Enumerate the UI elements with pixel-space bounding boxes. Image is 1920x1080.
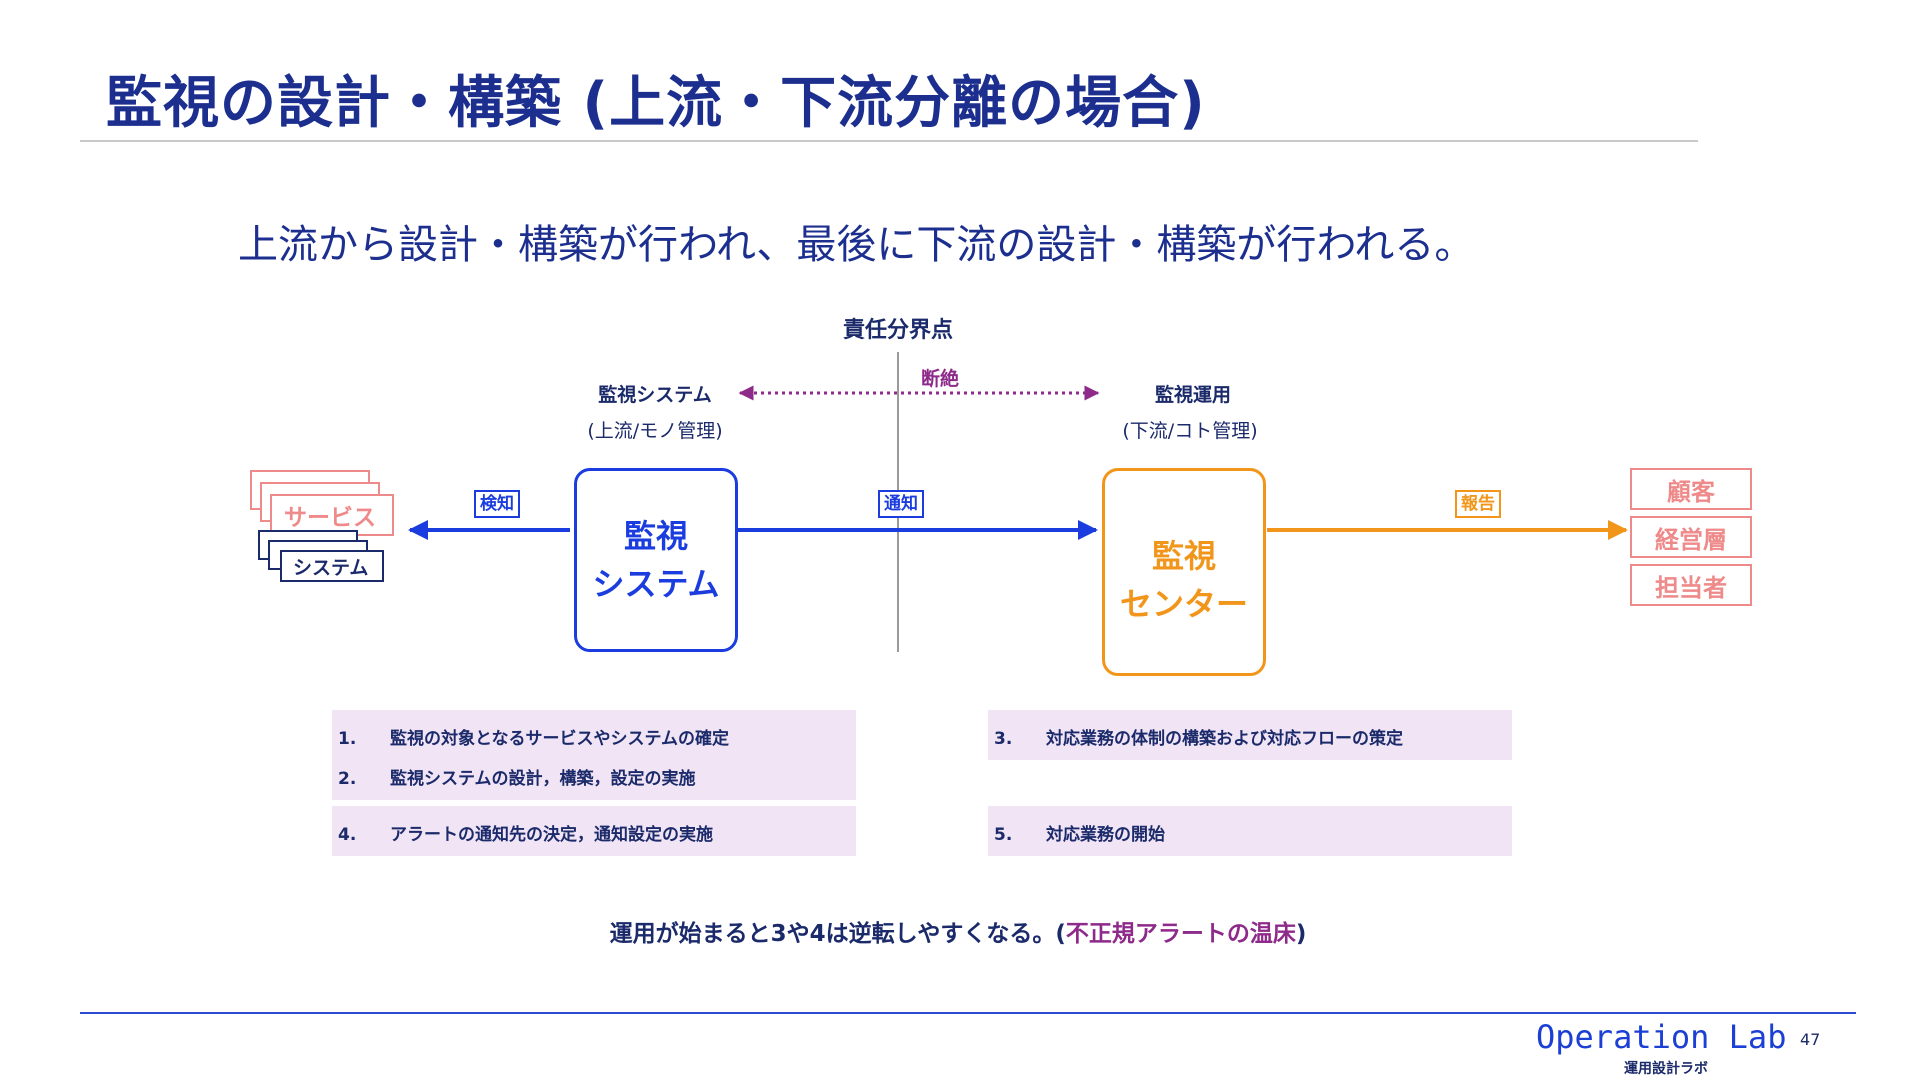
left-caption: (上流/モノ管理) [587, 420, 723, 442]
task-text: 対応業務の体制の構築および対応フローの策定 [1046, 729, 1403, 749]
title-divider [80, 140, 1698, 142]
task-item-1: 1. 監視の対象となるサービスやシステムの確定 [338, 724, 729, 749]
task-text: 監視システムの設計，構築，設定の実施 [390, 769, 696, 789]
task-number: 4. [338, 825, 357, 845]
task-panel-upstream [332, 710, 856, 800]
footer-divider [80, 1012, 1856, 1014]
task-number: 1. [338, 729, 357, 749]
monitoring-system-line2: システム [592, 565, 720, 603]
right-title: 監視運用 [1154, 384, 1232, 406]
task-number: 5. [994, 825, 1013, 845]
detect-tag: 検知 [474, 490, 520, 518]
task-text: 対応業務の開始 [1046, 825, 1165, 845]
left-title: 監視システム [598, 384, 712, 406]
page-number: 47 [1800, 1030, 1821, 1049]
monitoring-system-line1: 監視 [623, 517, 688, 555]
notify-tag: 通知 [878, 490, 924, 518]
task-text: アラートの通知先の決定，通知設定の実施 [390, 825, 713, 845]
page-title: 監視の設計・構築 (上流・下流分離の場合) [106, 71, 1206, 136]
boundary-label: 責任分界点 [842, 318, 954, 343]
subtitle: 上流から設計・構築が行われ、最後に下流の設計・構築が行われる。 [238, 222, 1475, 268]
logo-subtitle: 運用設計ラボ [1624, 1061, 1708, 1077]
task-number: 2. [338, 769, 357, 789]
monitoring-center-line1: 監視 [1151, 537, 1216, 575]
bottom-note-highlight: 不正規アラートの温床 [1065, 921, 1296, 947]
operation-lab-logo: Operation Lab [1536, 1018, 1787, 1056]
monitoring-system-box: 監視 システム [574, 468, 738, 652]
monitoring-center-box: 監視 センター [1102, 468, 1266, 676]
task-text: 監視の対象となるサービスやシステムの確定 [390, 729, 729, 749]
task-panel-start [988, 806, 1512, 856]
task-number: 3. [994, 729, 1013, 749]
service-label: サービス [284, 505, 376, 531]
customer-box: 顧客 [1630, 468, 1752, 510]
management-box: 経営層 [1630, 516, 1752, 558]
task-panel-downstream [988, 710, 1512, 760]
bottom-note: 運用が始まると3や4は逆転しやすくなる。(不正規アラートの温床) [610, 914, 1307, 948]
bottom-note-text: 運用が始まると3や4は逆転しやすくなる。( [609, 921, 1066, 947]
monitoring-center-line2: センター [1119, 585, 1248, 623]
task-item-4: 4. アラートの通知先の決定，通知設定の実施 [338, 820, 713, 845]
report-tag: 報告 [1455, 490, 1501, 518]
task-item-3: 3. 対応業務の体制の構築および対応フローの策定 [994, 724, 1403, 749]
gap-label: 断絶 [920, 368, 960, 390]
system-card-front [280, 550, 384, 582]
bottom-note-close: ) [1295, 921, 1307, 947]
system-label: システム [293, 557, 369, 579]
task-panel-notify [332, 806, 856, 856]
task-item-5: 5. 対応業務の開始 [994, 820, 1165, 845]
staff-box: 担当者 [1630, 564, 1752, 606]
task-item-2: 2. 監視システムの設計，構築，設定の実施 [338, 764, 696, 789]
right-caption: (下流/コト管理) [1122, 420, 1258, 442]
